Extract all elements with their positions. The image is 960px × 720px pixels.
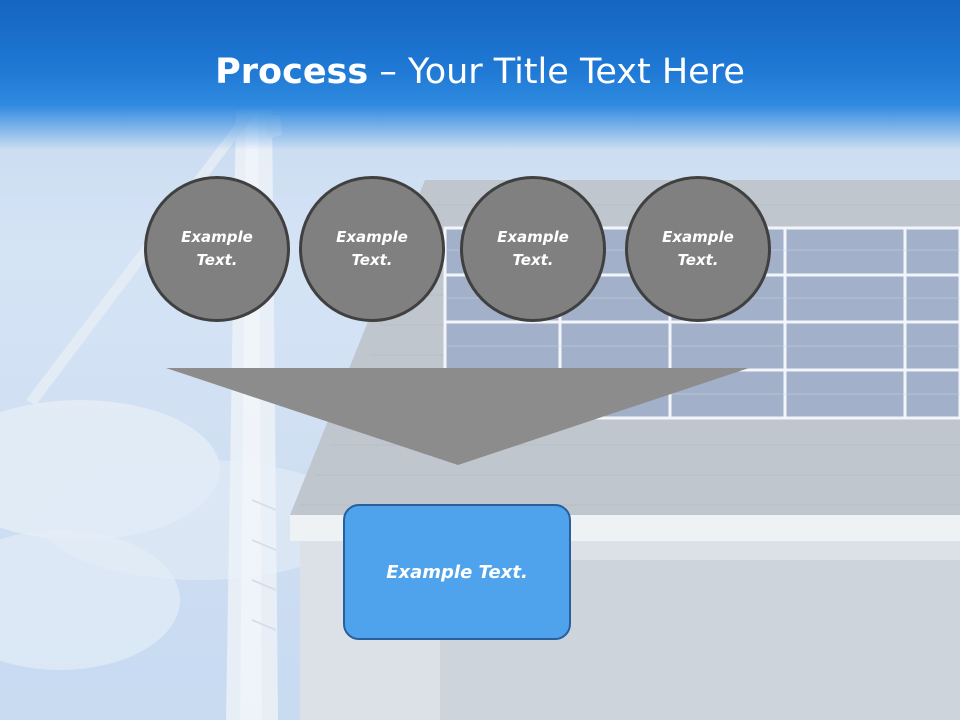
result-label: Example Text.	[386, 561, 528, 583]
title-rest: – Your Title Text Here	[368, 52, 745, 92]
result-box[interactable]: Example Text.	[343, 504, 571, 640]
title-bold: Process	[215, 52, 369, 92]
slide-title: Process – Your Title Text Here	[0, 52, 960, 92]
title-bar	[0, 0, 960, 150]
